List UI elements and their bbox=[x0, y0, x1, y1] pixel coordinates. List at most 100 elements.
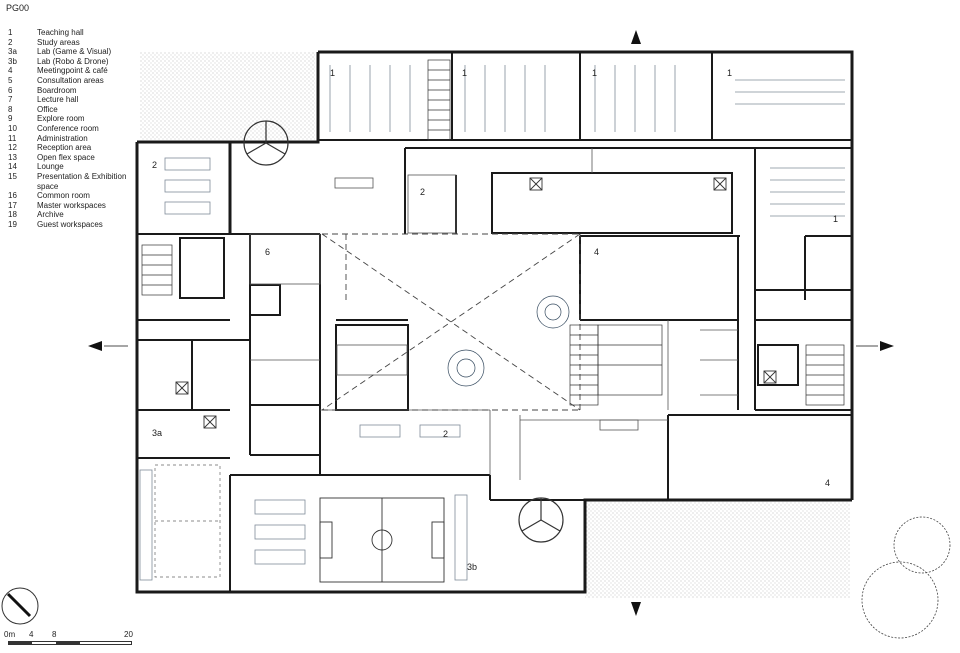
legend-label: Conference room bbox=[37, 123, 99, 133]
desk-clusters bbox=[139, 157, 468, 581]
legend-item-10: 10 Conference room bbox=[8, 124, 128, 134]
legend-label: Open flex space bbox=[37, 152, 95, 162]
legend-item-18: 18 Archive bbox=[8, 210, 128, 220]
scale-label: 0m bbox=[4, 630, 16, 639]
legend-label: Boardroom bbox=[37, 85, 77, 95]
legend-item-13: 13 Open flex space bbox=[8, 153, 128, 163]
legend-number: 2 bbox=[8, 37, 13, 47]
stair-center bbox=[569, 324, 663, 406]
legend-number: 3a bbox=[8, 47, 17, 57]
robo-drone-field bbox=[319, 497, 445, 583]
legend-label: Lab (Game & Visual) bbox=[37, 47, 112, 57]
stair-west bbox=[141, 244, 173, 296]
legend-number: 1 bbox=[8, 28, 13, 37]
legend-label: Teaching hall bbox=[37, 28, 84, 37]
legend-item-14: 14 Lounge bbox=[8, 162, 128, 172]
legend-label: Common room bbox=[37, 191, 90, 201]
shafts bbox=[175, 177, 777, 429]
room-tag-meetingpoint: 4 bbox=[825, 478, 830, 488]
legend-item-9: 9 Explore room bbox=[8, 114, 128, 124]
scale-bar: 0m 4 8 20 bbox=[4, 630, 134, 652]
partitions bbox=[249, 148, 738, 480]
legend-label: Explore room bbox=[37, 114, 85, 124]
legend-number: 10 bbox=[8, 123, 17, 133]
section-marker-south bbox=[631, 602, 641, 616]
room-tag-teaching-hall: 1 bbox=[330, 68, 335, 78]
section-marker-north bbox=[631, 30, 641, 44]
room-tag-teaching-hall: 1 bbox=[727, 68, 732, 78]
legend-number: 8 bbox=[8, 104, 13, 114]
void-outline bbox=[321, 233, 581, 411]
legend-number: 5 bbox=[8, 75, 13, 85]
room-tag-teaching-hall: 1 bbox=[833, 214, 838, 224]
legend-label: Meetingpoint & café bbox=[37, 66, 108, 76]
legend-item-3a: 3a Lab (Game & Visual) bbox=[8, 47, 128, 57]
tree-exterior bbox=[861, 516, 951, 639]
paved-area-nw bbox=[140, 52, 315, 142]
legend-label: Study areas bbox=[37, 37, 80, 47]
revolving-door-south bbox=[518, 497, 564, 543]
room-tag-lab-robo-drone: 3b bbox=[467, 562, 477, 572]
legend-label: Lounge bbox=[37, 162, 64, 172]
legend-label: Guest workspaces bbox=[37, 219, 103, 229]
sheet-title: PG00 bbox=[6, 3, 30, 13]
scale-bar-segment bbox=[8, 641, 32, 645]
scale-bar-segment bbox=[56, 641, 80, 645]
room-tag-boardroom: 6 bbox=[265, 247, 270, 257]
room-tag-study-area: 2 bbox=[420, 187, 425, 197]
legend-number: 11 bbox=[8, 133, 17, 143]
legend-number: 9 bbox=[8, 114, 13, 124]
lab-floor-grid bbox=[154, 464, 221, 578]
legend-label: Reception area bbox=[37, 143, 92, 153]
legend-number: 7 bbox=[8, 95, 13, 105]
legend-item-3b: 3b Lab (Robo & Drone) bbox=[8, 57, 128, 67]
legend-number: 13 bbox=[8, 152, 17, 162]
legend-number: 3b bbox=[8, 56, 17, 66]
scale-label: 8 bbox=[52, 630, 57, 639]
stair-east bbox=[805, 344, 845, 406]
room-legend: 1 Teaching hall 2 Study areas 3a Lab (Game … bbox=[8, 28, 128, 229]
legend-number: 16 bbox=[8, 191, 17, 201]
legend-label: Presentation & Exhibition space bbox=[37, 171, 127, 191]
stair-north bbox=[427, 59, 451, 141]
legend-item-12: 12 Reception area bbox=[8, 143, 128, 153]
revolving-door-north bbox=[243, 120, 289, 166]
legend-item-17: 17 Master workspaces bbox=[8, 201, 128, 211]
legend-label: Administration bbox=[37, 133, 88, 143]
room-tag-study-area: 2 bbox=[152, 160, 157, 170]
exterior-walls bbox=[135, 50, 854, 594]
legend-label: Lab (Robo & Drone) bbox=[37, 56, 109, 66]
scale-label: 20 bbox=[124, 630, 133, 639]
room-tag-study-area: 2 bbox=[443, 429, 448, 439]
legend-label: Master workspaces bbox=[37, 200, 106, 210]
legend-item-5: 5 Consultation areas bbox=[8, 76, 128, 86]
paved-area-se bbox=[585, 500, 850, 598]
legend-item-2: 2 Study areas bbox=[8, 38, 128, 48]
tree-courtyard bbox=[447, 295, 570, 387]
section-marker-west bbox=[88, 341, 102, 351]
legend-label: Lecture hall bbox=[37, 95, 79, 105]
legend-number: 14 bbox=[8, 162, 17, 172]
legend-item-8: 8 Office bbox=[8, 105, 128, 115]
legend-label: Consultation areas bbox=[37, 75, 104, 85]
legend-label: Office bbox=[37, 104, 58, 114]
legend-item-7: 7 Lecture hall bbox=[8, 95, 128, 105]
legend-number: 19 bbox=[8, 219, 17, 229]
scale-label: 4 bbox=[29, 630, 34, 639]
room-tag-meetingpoint: 4 bbox=[594, 247, 599, 257]
room-tag-teaching-hall: 1 bbox=[462, 68, 467, 78]
legend-item-6: 6 Boardroom bbox=[8, 86, 128, 96]
room-tag-teaching-hall: 1 bbox=[592, 68, 597, 78]
legend-number: 12 bbox=[8, 143, 17, 153]
legend-number: 17 bbox=[8, 200, 17, 210]
legend-number: 6 bbox=[8, 85, 13, 95]
interior-walls bbox=[137, 52, 852, 592]
teaching-hall-seating bbox=[329, 65, 845, 217]
legend-item-19: 19 Guest workspaces bbox=[8, 220, 128, 230]
legend-label: Archive bbox=[37, 210, 64, 220]
legend-item-16: 16 Common room bbox=[8, 191, 128, 201]
legend-number: 18 bbox=[8, 210, 17, 220]
